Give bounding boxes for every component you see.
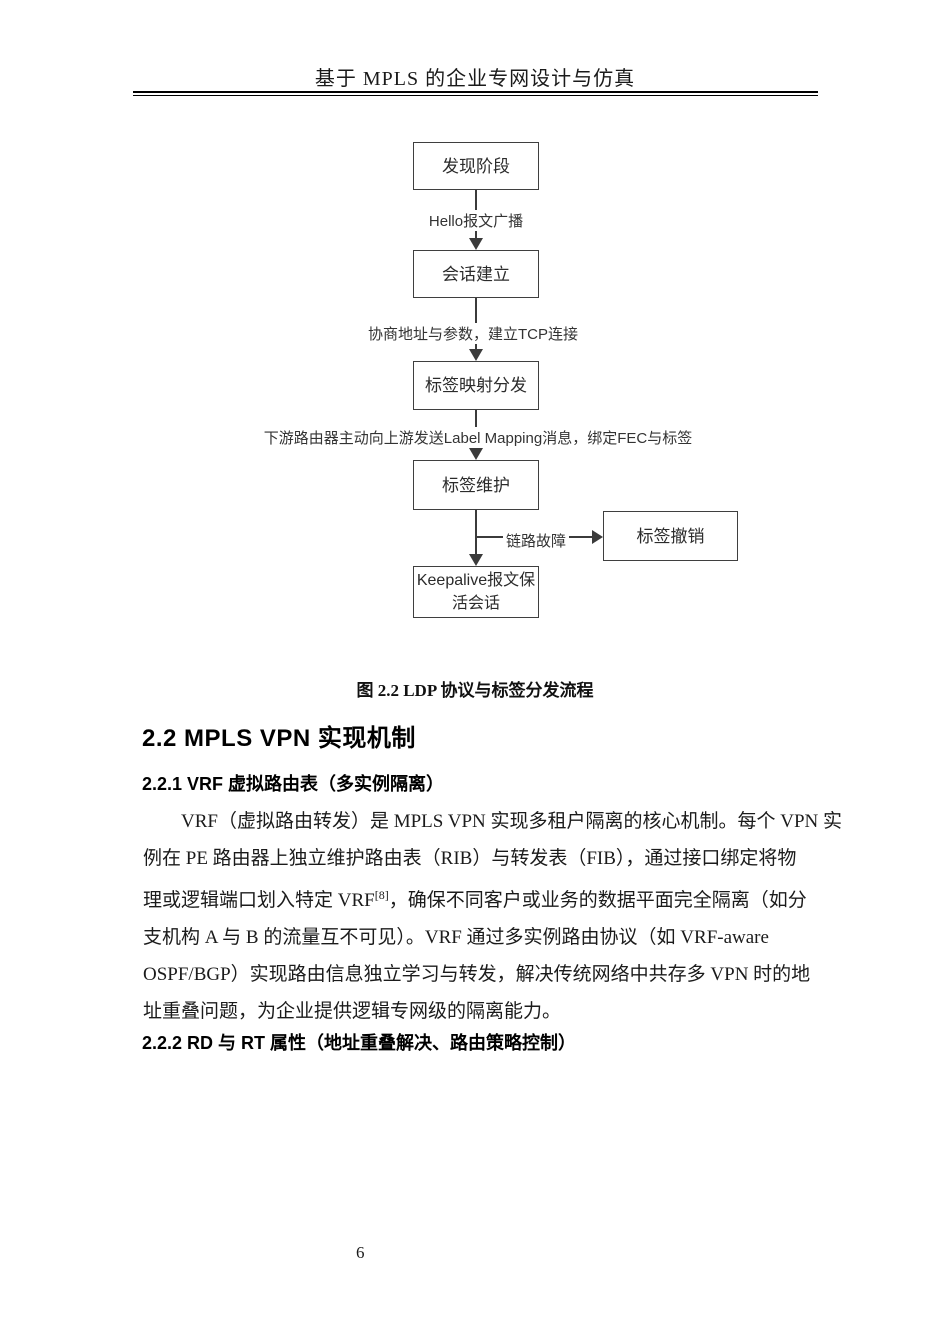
edge-maintenance-keepalive-line xyxy=(475,510,477,555)
header-title: 基于 MPLS 的企业专网设计与仿真 xyxy=(314,68,636,90)
flow-node-keepalive: Keepalive报文保活会话 xyxy=(413,566,539,618)
paragraph-line: VRF（虚拟路由转发）是 MPLS VPN 实现多租户隔离的核心机制。每个 VP… xyxy=(181,811,843,832)
body-paragraph: VRF（虚拟路由转发）是 MPLS VPN 实现多租户隔离的核心机制。每个 VP… xyxy=(143,803,843,1030)
figure-caption: 图 2.2 LDP 协议与标签分发流程 xyxy=(356,681,594,700)
ldp-flowchart: 发现阶段 会话建立 标签映射分发 标签维护 标签撤销 Keepalive报文保活… xyxy=(0,0,950,660)
flow-node-maintenance: 标签维护 xyxy=(413,460,539,510)
edge-label-hello: Hello报文广播 xyxy=(425,210,527,231)
flow-node-label: 标签映射分发 xyxy=(425,376,527,395)
paragraph-text: 理或逻辑端口划入特定 VRF xyxy=(143,890,375,911)
arrow-down-icon xyxy=(469,238,483,250)
header-rule xyxy=(133,91,818,96)
paragraph-line: 址重叠问题，为企业提供逻辑专网级的隔离能力。 xyxy=(143,1001,562,1022)
flow-node-label: 标签维护 xyxy=(442,475,510,495)
edge-label-tcp: 协商地址与参数，建立TCP连接 xyxy=(364,323,582,344)
arrow-right-icon xyxy=(592,530,603,544)
subsection-heading-2-2-2: 2.2.2 RD 与 RT 属性（地址重叠解决、路由策略控制） xyxy=(142,1033,577,1053)
section-heading-2-2: 2.2 MPLS VPN 实现机制 xyxy=(142,725,416,752)
paragraph-line: 例在 PE 路由器上独立维护路由表（RIB）与转发表（FIB），通过接口绑定将物 xyxy=(143,848,797,869)
paragraph-line: OSPF/BGP）实现路由信息独立学习与转发，解决传统网络中共存多 VPN 时的… xyxy=(143,964,811,985)
page-number: 6 xyxy=(356,1243,365,1262)
arrow-down-icon xyxy=(469,554,483,566)
arrow-down-icon xyxy=(469,349,483,361)
subsection-heading-2-2-1: 2.2.1 VRF 虚拟路由表（多实例隔离） xyxy=(142,774,445,794)
paragraph-line: 支机构 A 与 B 的流量互不可见）。VRF 通过多实例路由协议（如 VRF-a… xyxy=(143,927,769,948)
flow-node-label: 发现阶段 xyxy=(442,156,510,176)
flow-node-discovery: 发现阶段 xyxy=(413,142,539,190)
flow-node-label: Keepalive报文保活会话 xyxy=(416,572,536,612)
flow-node-withdraw: 标签撤销 xyxy=(603,511,738,561)
arrow-down-icon xyxy=(469,448,483,460)
edge-label-label-mapping: 下游路由器主动向上游发送Label Mapping消息，绑定FEC与标签 xyxy=(260,427,696,448)
flow-node-label: 会话建立 xyxy=(442,264,510,284)
edge-label-link-fault: 链路故障 xyxy=(502,530,570,551)
paragraph-text: ，确保不同客户或业务的数据平面完全隔离（如分 xyxy=(388,890,807,911)
citation-superscript: [8] xyxy=(374,888,389,902)
paragraph-line: 理或逻辑端口划入特定 VRF[8]，确保不同客户或业务的数据平面完全隔离（如分 xyxy=(143,877,823,919)
flow-node-session: 会话建立 xyxy=(413,250,539,298)
flow-node-mapping: 标签映射分发 xyxy=(413,361,539,410)
flow-node-label: 标签撤销 xyxy=(636,526,705,546)
